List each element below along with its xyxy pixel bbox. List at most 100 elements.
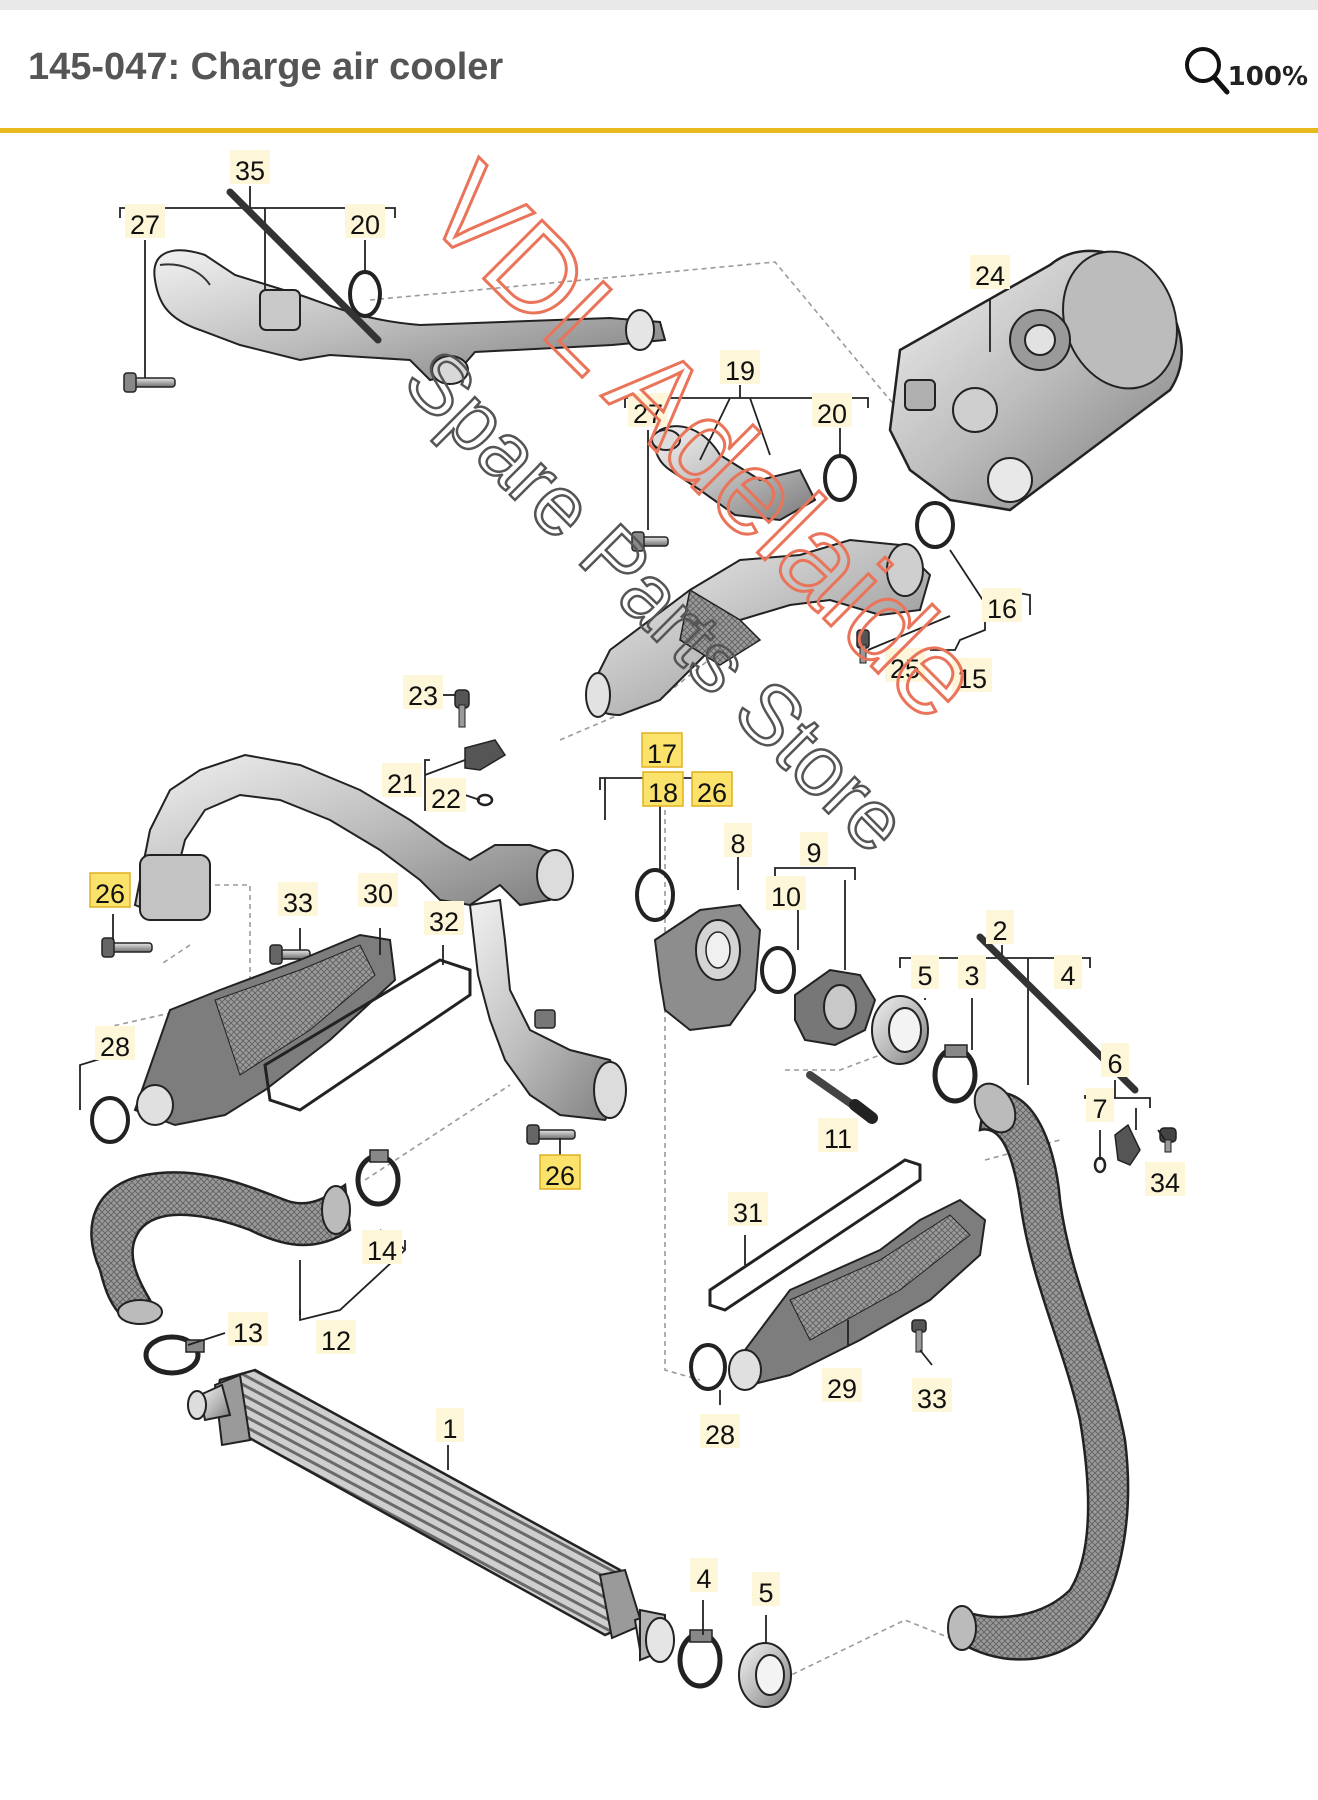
callout-18[interactable]: 18	[642, 771, 684, 808]
callout-box	[818, 1118, 858, 1152]
callout-box	[958, 955, 986, 989]
callout-box	[1101, 1043, 1129, 1077]
clamp-13	[143, 1334, 205, 1376]
callout-number: 5	[758, 1578, 773, 1608]
callout-34[interactable]: 34	[1145, 1162, 1185, 1198]
callout-33b[interactable]: 33	[912, 1378, 952, 1414]
callout-7[interactable]: 7	[1086, 1088, 1114, 1124]
callout-number: 6	[1107, 1049, 1122, 1079]
callout-28a[interactable]: 28	[95, 1026, 135, 1062]
callout-number: 15	[957, 664, 987, 694]
callout-21[interactable]: 21	[382, 763, 422, 799]
callout-number: 22	[431, 784, 461, 814]
callout-2[interactable]: 2	[986, 910, 1014, 946]
hose-12-end-lower	[117, 1299, 163, 1325]
intake-duct-30	[133, 933, 397, 1127]
callout-26b[interactable]: 26	[89, 872, 131, 909]
callout-number: 23	[408, 681, 438, 711]
callout-number: 18	[648, 778, 678, 808]
callout-number: 8	[730, 829, 745, 859]
bolt-33-lower	[911, 1319, 927, 1353]
exploded-view: 3527202419272016251523212217182689102633…	[79, 150, 1185, 1708]
callout-box	[812, 393, 852, 427]
dashed-leaders	[94, 261, 1061, 1691]
callout-28b[interactable]: 28	[700, 1414, 740, 1450]
bolt-33-upper	[269, 944, 311, 965]
callout-4a[interactable]: 4	[1054, 955, 1082, 991]
callout-9[interactable]: 9	[800, 832, 828, 868]
callout-5a[interactable]: 5	[911, 955, 939, 991]
callout-33a[interactable]: 33	[278, 882, 318, 918]
gasket-31	[708, 1158, 922, 1312]
callout-23[interactable]: 23	[403, 675, 443, 711]
callout-box	[316, 1320, 356, 1354]
callout-16[interactable]: 16	[982, 588, 1022, 624]
bolt-26-lower	[526, 1124, 576, 1145]
callout-1[interactable]: 1	[436, 1408, 464, 1444]
callout-number: 32	[429, 907, 459, 937]
pressure-pipe-19	[651, 425, 817, 522]
callout-26c[interactable]: 26	[539, 1154, 581, 1191]
magnifier-icon[interactable]	[1182, 44, 1230, 96]
charge-pipe-down	[468, 898, 627, 1122]
clamp-3	[932, 1044, 978, 1104]
callout-35[interactable]: 35	[230, 150, 270, 186]
callout-number: 3	[964, 961, 979, 991]
callout-box	[278, 882, 318, 916]
callout-4b[interactable]: 4	[690, 1558, 718, 1594]
callout-number: 20	[350, 210, 380, 240]
callout-32[interactable]: 32	[424, 901, 464, 937]
turbocharger-housing	[888, 249, 1183, 512]
callout-number: 30	[363, 879, 393, 909]
callout-3[interactable]: 3	[958, 955, 986, 991]
callout-10[interactable]: 10	[766, 876, 806, 912]
callout-17[interactable]: 17	[641, 732, 683, 769]
flange-9	[794, 968, 877, 1047]
callout-number: 28	[705, 1420, 735, 1450]
callout-number: 14	[367, 1236, 397, 1266]
callout-29[interactable]: 29	[822, 1368, 862, 1404]
zoom-level: 100%	[1227, 62, 1308, 92]
callout-number: 34	[1150, 1168, 1180, 1198]
callout-20b[interactable]: 20	[812, 393, 852, 429]
callout-22[interactable]: 22	[426, 778, 466, 814]
callout-31[interactable]: 31	[728, 1192, 768, 1228]
callout-box	[362, 1230, 402, 1264]
o-ring-16	[915, 501, 955, 549]
callout-11[interactable]: 11	[818, 1118, 858, 1154]
o-ring-28-right	[689, 1343, 727, 1391]
bolt-11	[806, 1071, 878, 1124]
callout-30[interactable]: 30	[358, 873, 398, 909]
callout-number: 16	[987, 594, 1017, 624]
callout-5b[interactable]: 5	[752, 1572, 780, 1608]
callout-box	[436, 1408, 464, 1442]
callout-number: 1	[442, 1414, 457, 1444]
temp-sensor-6	[1093, 1123, 1141, 1174]
callout-number: 21	[387, 769, 417, 799]
callout-27b[interactable]: 27	[628, 393, 668, 429]
callout-26a[interactable]: 26	[691, 771, 733, 808]
boost-pressure-sensor	[454, 689, 507, 807]
callout-20a[interactable]: 20	[345, 204, 385, 240]
callout-box	[382, 763, 422, 797]
callout-13[interactable]: 13	[228, 1312, 268, 1348]
upper-intake-pipe	[153, 249, 667, 385]
callout-19[interactable]: 19	[720, 350, 760, 386]
callout-24[interactable]: 24	[970, 255, 1010, 291]
hose-12	[90, 1171, 352, 1322]
callout-8[interactable]: 8	[724, 823, 752, 859]
gasket-32	[263, 958, 472, 1112]
callout-box	[690, 1558, 718, 1592]
callout-25[interactable]: 25	[885, 648, 925, 684]
callout-15[interactable]: 15	[952, 658, 992, 694]
callout-number: 26	[697, 778, 727, 808]
callout-box	[822, 1368, 862, 1402]
connector-5-lower	[738, 1642, 792, 1708]
callout-27a[interactable]: 27	[125, 204, 165, 240]
callout-12[interactable]: 12	[316, 1320, 356, 1356]
callout-6[interactable]: 6	[1101, 1043, 1129, 1079]
callout-14[interactable]: 14	[362, 1230, 402, 1266]
header-divider	[0, 128, 1318, 133]
zoom-control[interactable]: 100%	[1182, 40, 1308, 100]
callout-number: 10	[771, 882, 801, 912]
